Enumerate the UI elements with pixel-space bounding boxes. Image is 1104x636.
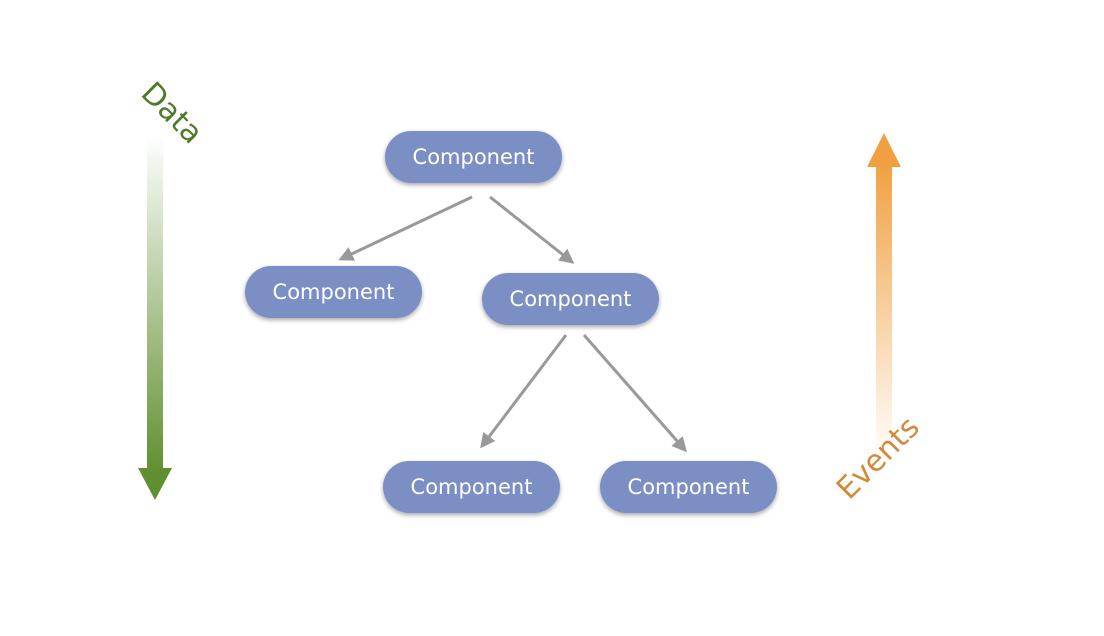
- node-pill: [482, 273, 659, 325]
- component-node-bottom-right: Component: [600, 461, 777, 513]
- component-node-root: Component: [385, 131, 562, 183]
- events-arrow-head: [867, 133, 901, 167]
- data-flow-arrow: [138, 135, 172, 500]
- component-node-middle: Component: [482, 273, 659, 325]
- node-pill: [385, 131, 562, 183]
- node-label: Component: [411, 475, 533, 499]
- data-label: Data: [134, 76, 209, 151]
- component-node-left: Component: [245, 266, 422, 318]
- edge-mid-to-bottom-right: [582, 334, 687, 453]
- node-label: Component: [413, 145, 535, 169]
- edge-root-to-left: [338, 195, 473, 261]
- node-pill: [600, 461, 777, 513]
- tree-edges: [338, 195, 687, 453]
- node-pill: [383, 461, 560, 513]
- events-flow-arrow: [867, 133, 901, 460]
- edge-mid-to-bottom-left: [480, 334, 568, 449]
- node-label: Component: [510, 287, 632, 311]
- component-node-bottom-left: Component: [383, 461, 560, 513]
- node-pill: [245, 266, 422, 318]
- edge-root-to-right: [489, 195, 575, 264]
- node-label: Component: [273, 280, 395, 304]
- data-arrow-head: [138, 468, 172, 500]
- events-arrow-shaft: [876, 160, 892, 460]
- node-label: Component: [628, 475, 750, 499]
- data-arrow-shaft: [147, 135, 163, 475]
